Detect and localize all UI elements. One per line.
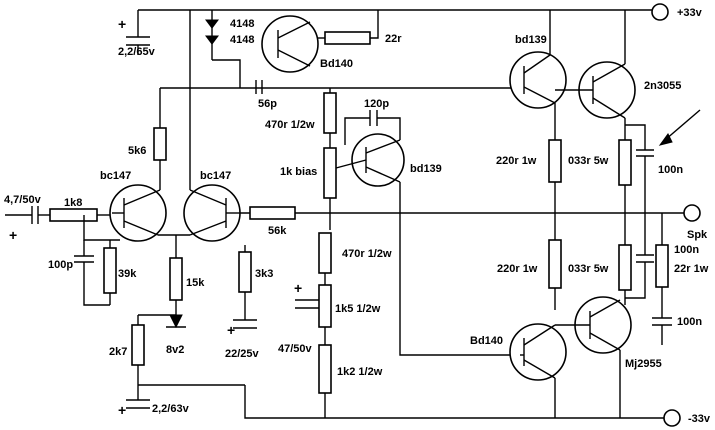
resistor xyxy=(655,244,669,288)
resistor xyxy=(153,127,167,161)
negative-rail-label: -33v xyxy=(688,413,711,425)
resistor-label: 15k xyxy=(186,277,205,289)
resistor xyxy=(249,206,296,220)
resistor xyxy=(548,139,562,183)
resistor-label: 033r 5w xyxy=(568,155,609,167)
capacitor-label: 100n xyxy=(674,244,699,256)
resistor xyxy=(318,232,332,274)
capacitor-label: 2,2/63v xyxy=(152,403,190,415)
resistor-label: 2k7 xyxy=(109,346,127,358)
transistor-body xyxy=(509,51,567,109)
resistor-label: 1k bias xyxy=(280,166,317,178)
arrow-head xyxy=(658,133,673,146)
diode-label: 4148 xyxy=(230,18,254,30)
negative-rail xyxy=(244,385,670,419)
capacitor-label: 120p xyxy=(364,98,389,110)
resistor xyxy=(324,31,371,45)
resistor-label: 220r 1w xyxy=(496,155,537,167)
polarity-label: + xyxy=(118,16,126,32)
polarity-label: + xyxy=(118,402,126,418)
resistor-label: 220r 1w xyxy=(497,263,538,275)
resistor xyxy=(323,92,337,134)
resistor xyxy=(318,284,332,328)
transistor-label: Bd140 xyxy=(470,335,503,347)
capacitor-label: 100n xyxy=(658,164,683,176)
resistor xyxy=(548,239,562,289)
resistor-label: 470r 1/2w xyxy=(342,248,392,260)
resistor xyxy=(618,244,632,291)
resistor-label: 3k3 xyxy=(255,268,273,280)
resistor xyxy=(323,147,337,199)
transistor-label: Mj2955 xyxy=(625,358,662,370)
resistor-label: 1k5 1/2w xyxy=(335,303,381,315)
capacitor-label: 100n xyxy=(677,316,702,328)
resistor-label: 39k xyxy=(118,268,137,280)
resistor xyxy=(131,324,145,366)
output-label: Spk xyxy=(687,229,708,241)
diode xyxy=(205,19,219,29)
resistor-label: 5k6 xyxy=(128,145,146,157)
transistor-body xyxy=(261,15,319,73)
resistor-label: 1k2 1/2w xyxy=(337,366,383,378)
polarity-label: + xyxy=(294,280,302,296)
transistor-label: bc147 xyxy=(100,170,131,182)
resistor xyxy=(318,344,332,394)
capacitor-label: 2,2/65v xyxy=(118,46,156,58)
output-terminal xyxy=(683,204,701,222)
diode-label: 4148 xyxy=(230,34,254,46)
resistor xyxy=(169,257,183,301)
pointer-arrow xyxy=(664,109,701,141)
resistor-label: 470r 1/2w xyxy=(265,119,315,131)
polarity-label: + xyxy=(227,322,235,338)
input-polarity-label: + xyxy=(9,227,17,243)
positive-terminal xyxy=(651,3,669,21)
capacitor-label: 100p xyxy=(48,259,73,271)
negative-terminal xyxy=(663,409,681,427)
resistor xyxy=(618,139,632,186)
transistor-label: bd139 xyxy=(410,163,442,175)
transistor-label: 2n3055 xyxy=(644,80,681,92)
diode xyxy=(205,35,219,45)
transistor-label: Bd140 xyxy=(320,58,353,70)
resistor xyxy=(49,208,98,222)
resistor xyxy=(238,251,252,293)
resistor-label: 22r 1w xyxy=(674,263,709,275)
zener-diode xyxy=(169,314,183,329)
capacitor-label: 22/25v xyxy=(225,348,260,360)
zener-label: 8v2 xyxy=(166,344,184,356)
transistor-label: bc147 xyxy=(200,170,231,182)
input-cap-label: 4,7/50v xyxy=(4,194,42,206)
positive-rail-label: +33v xyxy=(677,7,703,19)
capacitor-label: 56p xyxy=(258,98,277,110)
resistor-label: 56k xyxy=(268,225,287,237)
resistor-label: 22r xyxy=(385,33,402,45)
capacitor-label: 47/50v xyxy=(278,343,313,355)
transistor-label: bd139 xyxy=(515,34,547,46)
resistor xyxy=(103,247,117,294)
transistor-body xyxy=(509,323,567,381)
transistor-body xyxy=(351,133,405,187)
resistor-label: 1k8 xyxy=(64,197,82,209)
resistor-label: 033r 5w xyxy=(568,263,609,275)
